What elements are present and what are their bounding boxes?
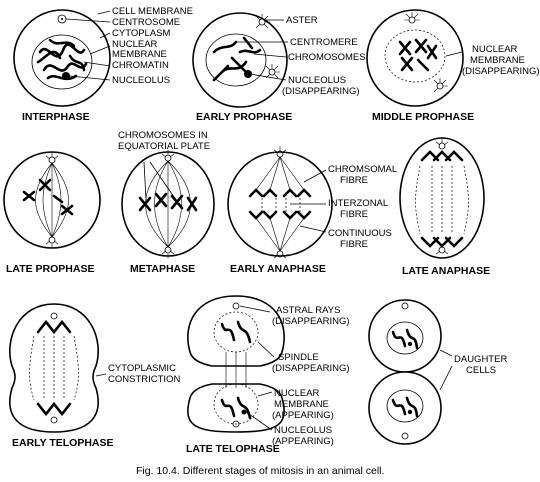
stage-late-prophase: LATE PROPHASE: [6, 263, 94, 275]
label-nm-disappearing-1: NUCLEAR: [472, 44, 518, 55]
label-chromosomes-eq-2: EQUATORIAL PLATE: [118, 141, 210, 152]
daughter-cells: [368, 299, 442, 445]
label-cyto-constriction-2: CONSTRICTION: [108, 374, 180, 385]
early-prophase-cell: [192, 12, 288, 108]
label-nm-appearing-3: (APPEARING): [272, 410, 334, 421]
stage-late-telophase: LATE TELOPHASE: [186, 443, 280, 455]
stage-metaphase: METAPHASE: [130, 263, 195, 275]
label-astral-rays-1: ASTRAL RAYS: [276, 305, 340, 316]
label-daughter-1: DAUGHTER: [454, 354, 507, 365]
label-nuclear-membrane-1: NUCLEAR: [112, 39, 158, 50]
label-nm-appearing-1: NUCLEAR: [274, 388, 320, 399]
label-nm-disappearing-2: MEMBRANE: [470, 55, 525, 66]
label-spindle-1: SPINDLE: [278, 352, 319, 363]
label-interzonal-fibre-2: FIBRE: [340, 209, 368, 220]
label-nucleolus-appearing-2: (APPEARING): [272, 436, 334, 447]
late-anaphase-cell: [399, 137, 485, 259]
stage-middle-prophase: MIDDLE PROPHASE: [372, 111, 474, 123]
label-chromosomes: CHROMOSOMES: [288, 52, 366, 63]
label-nucleolus: NUCLEOLUS: [112, 75, 170, 86]
label-astral-rays-2: (DISAPPEARING): [272, 316, 350, 327]
label-continuous-fibre-1: CONTINUOUS: [328, 228, 392, 239]
label-cyto-constriction-1: CYTOPLASMIC: [108, 363, 176, 374]
label-centrosome: CENTROSOME: [112, 17, 180, 28]
label-nm-disappearing-3: (DISAPPEARING): [462, 66, 540, 77]
label-cytoplasm: CYTOPLASM: [112, 28, 171, 39]
label-nm-appearing-2: MEMBRANE: [274, 399, 329, 410]
label-spindle-2: (DISAPPEARING): [272, 363, 350, 374]
label-nucleolus-appearing-1: NUCLEOLUS: [274, 425, 332, 436]
stage-early-anaphase: EARLY ANAPHASE: [230, 263, 326, 275]
label-cell-membrane: CELL MEMBRANE: [112, 6, 193, 17]
label-chromosomes-eq-1: CHROMOSOMES IN: [118, 130, 208, 141]
label-continuous-fibre-2: FIBRE: [340, 239, 368, 250]
label-chromatin: CHROMATIN: [112, 60, 169, 71]
early-telophase-cell: [9, 303, 99, 433]
label-nucleolus-disappearing-2: (DISAPPEARING): [282, 86, 360, 97]
label-nucleolus-disappearing-1: NUCLEOLUS: [288, 75, 346, 86]
label-chromosomal-fibre-2: FIBRE: [340, 175, 368, 186]
label-centromere: CENTROMERE: [290, 37, 358, 48]
label-interzonal-fibre-1: INTERZONAL: [328, 198, 388, 209]
label-chromosomal-fibre-1: CHROMSOMAL: [328, 164, 397, 175]
stage-early-telophase: EARLY TELOPHASE: [12, 437, 114, 449]
stage-early-prophase: EARLY PROPHASE: [196, 111, 292, 123]
late-prophase-cell: [3, 151, 101, 249]
metaphase-cell: [121, 150, 215, 258]
stage-interphase: INTERPHASE: [22, 111, 90, 123]
figure-caption: Fig. 10.4. Different stages of mitosis i…: [136, 465, 384, 477]
label-aster: ASTER: [286, 15, 318, 26]
label-daughter-2: CELLS: [466, 365, 496, 376]
early-anaphase-cell: [227, 146, 333, 259]
stage-late-anaphase: LATE ANAPHASE: [402, 265, 490, 277]
interphase-cell: [13, 9, 111, 107]
late-telophase-cell: [187, 295, 285, 433]
label-nuclear-membrane-2: MEMBRANE: [112, 49, 167, 60]
middle-prophase-cell: [366, 9, 464, 107]
